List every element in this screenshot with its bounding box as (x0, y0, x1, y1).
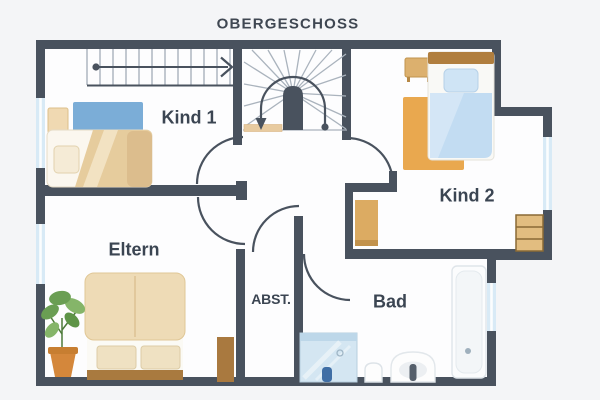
bad-furniture (299, 265, 487, 383)
kind1-furniture (46, 102, 153, 188)
eltern-furniture (41, 272, 234, 382)
wall-left (36, 40, 45, 386)
door-arc-eltern (196, 196, 246, 246)
toilet-icon (364, 362, 383, 383)
room-label-abstellraum: ABST. (251, 291, 291, 307)
double-bed-icon (84, 272, 186, 380)
wall-notch-vertical (492, 40, 501, 116)
wall-bad-top (348, 249, 552, 259)
dresser-icon (355, 200, 378, 246)
winder-staircase-icon (243, 49, 347, 132)
bed-icon (46, 129, 153, 188)
potted-plant-icon (41, 290, 86, 377)
stair-newel (283, 86, 303, 130)
wall-notch-horizontal (492, 107, 552, 116)
page-title: OBERGESCHOSS (216, 15, 360, 33)
bed-icon (427, 51, 495, 161)
wall-top (36, 40, 501, 49)
rug-icon (73, 102, 143, 133)
shelf-icon (515, 214, 544, 252)
room-label-kind1: Kind 1 (161, 107, 217, 128)
window-bad-right (487, 283, 496, 331)
bathtub-icon (451, 265, 487, 379)
stair-direction-arrow-down-icon (255, 118, 267, 130)
wall-kind1-eltern-cap (236, 181, 247, 200)
dresser-icon (217, 337, 234, 382)
wall-hall-kind2-horizontal (348, 183, 397, 192)
wall-abst-left (236, 249, 245, 386)
wall-bottom (36, 377, 496, 386)
shower-icon (299, 332, 358, 383)
straight-staircase-icon (86, 49, 236, 87)
door-swings (195, 135, 395, 302)
windows (36, 98, 552, 331)
room-label-eltern: Eltern (108, 239, 160, 260)
washbasin-icon (390, 351, 436, 383)
wall-abst-right (294, 216, 303, 386)
wall-hall-kind2-vertical (345, 183, 353, 259)
window-kind1-left (36, 98, 45, 168)
wall-stair-kind2 (342, 40, 351, 140)
wall-kind1-stair (233, 40, 242, 145)
room-label-kind2: Kind 2 (439, 185, 495, 206)
kind2-furniture (355, 51, 544, 252)
window-kind2-right (543, 137, 552, 210)
door-arc-bad (302, 253, 351, 302)
stair-direction-arrow-icon (220, 56, 234, 78)
side-table-icon (47, 107, 69, 134)
room-label-bad: Bad (372, 291, 408, 312)
wall-kind1-eltern (36, 185, 247, 196)
window-eltern-left (36, 224, 45, 284)
door-arc-kind1 (195, 135, 244, 185)
door-arc-kind2 (346, 136, 395, 185)
door-arc-abstellraum (251, 204, 300, 253)
